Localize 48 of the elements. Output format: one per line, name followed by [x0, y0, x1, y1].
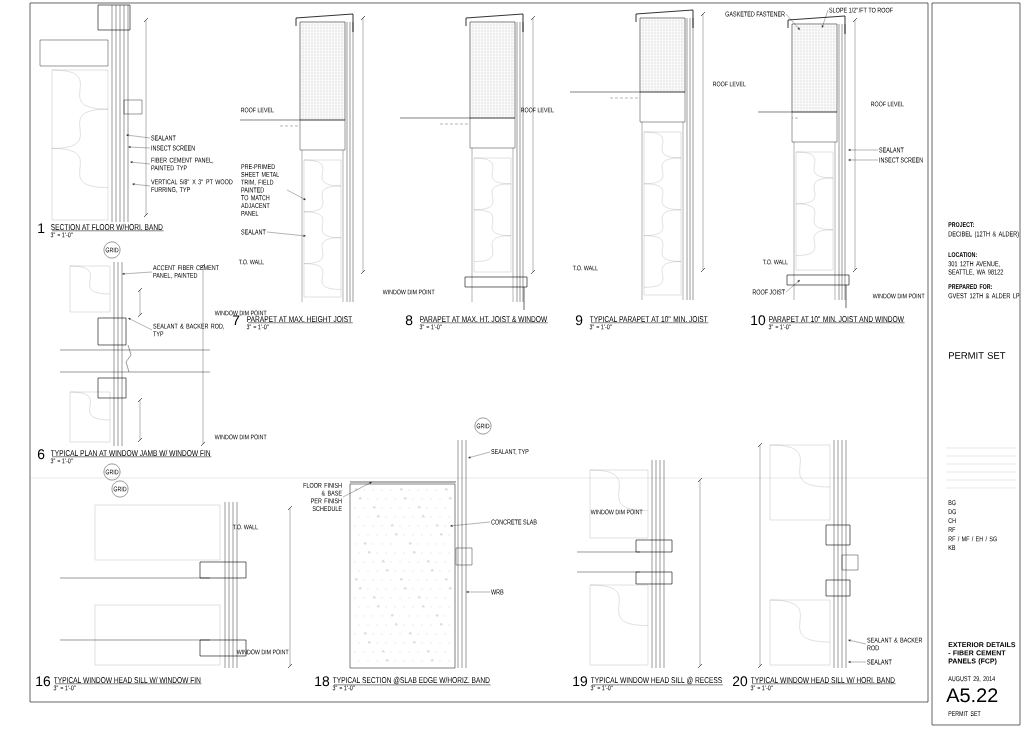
detail-number: 10	[751, 315, 766, 326]
leader-line	[785, 13, 800, 30]
wall-section-drawing	[757, 439, 859, 669]
detail-title: PARAPET AT MAX. HEIGHT JOIST	[247, 316, 352, 323]
leader-line	[122, 271, 153, 275]
detail-title: PARAPET AT MAX. HT. JOIST & WINDOW	[420, 316, 548, 323]
detail-title: TYPICAL WINDOW HEAD SILL W/ WINDOW FIN	[53, 676, 201, 684]
detail-title: TYPICAL WINDOW HEAD SILL W/ HORI. BAND	[750, 676, 895, 684]
wall-section-drawing	[59, 501, 293, 669]
detail-title: TYPICAL PLAN AT WINDOW JAMB W/ WINDOW FIN	[50, 449, 211, 457]
leader-line	[468, 451, 491, 459]
detail-number: 16	[36, 676, 51, 687]
wall-section-drawing	[349, 439, 473, 669]
detail-number: 1	[38, 223, 45, 233]
leader-line	[128, 146, 151, 149]
detail-title: TYPICAL PARAPET AT 10" MIN. JOIST	[589, 316, 708, 323]
leader-line	[132, 183, 151, 187]
detail-number: 9	[575, 315, 583, 326]
detail-number: 20	[732, 676, 748, 687]
detail-title: PARAPET AT 10" MIN. JOIST AND WINDOW	[769, 316, 904, 323]
title-block-text: A5.22	[946, 688, 998, 703]
leader-line	[286, 189, 306, 200]
leader-line	[342, 482, 372, 498]
wall-section-drawing	[576, 459, 703, 669]
leader-line	[848, 661, 867, 663]
detail-number: 8	[405, 315, 413, 326]
detail-number: 19	[573, 676, 588, 687]
leader-line	[848, 149, 879, 151]
detail-title: TYPICAL SECTION @SLAB EDGE W/HORIZ. BAND	[332, 676, 490, 685]
leader-line	[848, 639, 867, 645]
wall-section-drawing	[569, 9, 706, 301]
leader-line	[128, 318, 153, 331]
detail-number: 18	[315, 676, 330, 687]
leader-line	[785, 280, 800, 293]
detail-number: 6	[37, 449, 45, 460]
leader-line	[848, 159, 879, 161]
wall-section-drawing	[39, 4, 149, 223]
detail-title: SECTION AT FLOOR W/HORI. BAND	[51, 223, 163, 231]
leader-line	[130, 161, 151, 165]
leader-line	[266, 231, 306, 237]
leader-line	[126, 134, 151, 139]
leader-line	[466, 591, 491, 593]
detail-title: TYPICAL WINDOW HEAD SILL @ RECESS	[590, 676, 722, 685]
title-block-text: PERMIT SET	[949, 352, 1006, 359]
wall-section-drawing	[239, 13, 366, 303]
leader-line	[821, 9, 829, 28]
detail-number: 7	[232, 315, 240, 325]
leader-line	[450, 521, 491, 527]
